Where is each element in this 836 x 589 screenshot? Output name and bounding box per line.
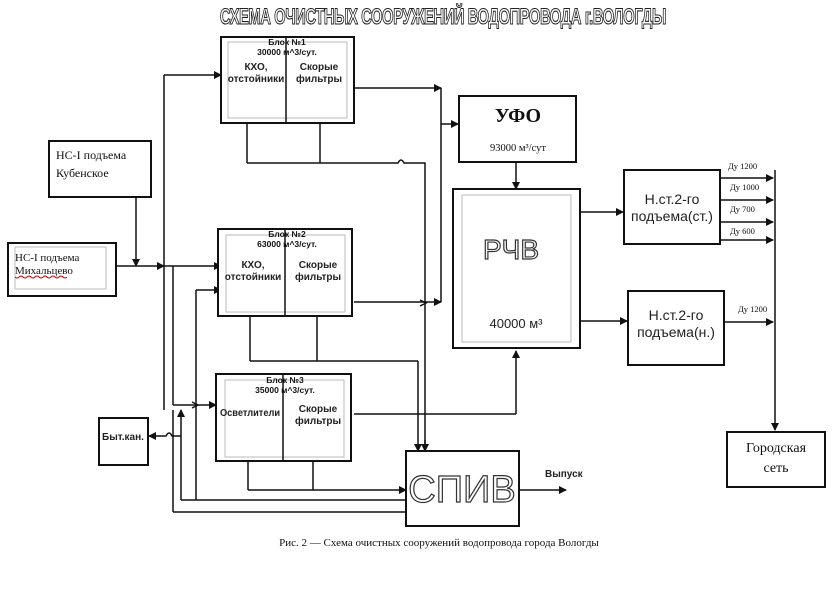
ufo-capacity: 93000 м³/сут — [490, 143, 546, 154]
block-1-left-2: отстойники — [228, 74, 285, 85]
rchv-reservoir: РЧВ 40000 м³ — [452, 188, 581, 349]
city-line1: Городская — [746, 441, 807, 456]
outlet-label: Выпуск — [545, 469, 584, 480]
block-2-right-1: Скорые — [299, 260, 338, 271]
block-3-header: Блок №3 — [266, 375, 304, 385]
flow-lines — [116, 71, 779, 513]
pump-st-line2: подъема(ст.) — [631, 208, 713, 224]
block-1-right-2: фильтры — [296, 73, 342, 85]
block-3-left-1: Осветлители — [220, 408, 280, 419]
block-2-right-2: фильтры — [295, 271, 341, 283]
pipe-label-600: Ду 600 — [730, 226, 755, 236]
source-mikhaltsevo-line1: НС-I подъема — [15, 252, 79, 264]
source-mikhaltsevo-line2: Михальцево — [15, 265, 73, 277]
block-2-header: Блок №2 — [268, 229, 306, 239]
pump-station-st: Н.ст.2-го подъема(ст.) — [623, 169, 721, 245]
block-1-header: Блок №1 — [268, 37, 306, 47]
block-3-right-2: фильтры — [295, 415, 341, 427]
block-3-capacity: 35000 м^3/сут. — [255, 385, 315, 395]
block-3-right-1: Скорые — [299, 404, 338, 415]
figure-caption: Рис. 2 — Схема очистных сооружений водоп… — [279, 537, 599, 549]
pump-st-line1: Н.ст.2-го — [645, 191, 700, 207]
city-line2: сеть — [763, 461, 788, 476]
rchv-label: РЧВ — [483, 234, 539, 265]
block-1: Блок №1 30000 м^3/сут. КХО, отстойники С… — [220, 36, 355, 124]
block-2-capacity: 63000 м^3/сут. — [257, 239, 317, 249]
ufo-unit: УФО 93000 м³/сут — [458, 95, 577, 163]
pipe-label-n-1200: Ду 1200 — [738, 304, 767, 314]
sewer-box: Быт.кан. — [98, 417, 149, 466]
pipe-label-1200: Ду 1200 — [728, 161, 757, 171]
rchv-volume: 40000 м³ — [489, 316, 543, 331]
block-1-left-1: КХО, — [244, 62, 267, 73]
block-3: Блок №3 35000 м^3/сут. Осветлители Скоры… — [215, 373, 352, 462]
source-kubenskoe-line1: НС-I подъема — [56, 148, 127, 162]
block-2: Блок №2 63000 м^3/сут. КХО, отстойники С… — [217, 228, 353, 317]
block-2-left-1: КХО, — [241, 260, 264, 271]
pump-n-line2: подъема(н.) — [637, 324, 715, 340]
sewer-label: Быт.кан. — [102, 432, 144, 443]
spiv-label: СПИВ — [408, 469, 515, 511]
diagram-title: СХЕМА ОЧИСТНЫХ СООРУЖЕНИЙ ВОДОПРОВОДА г.… — [220, 4, 666, 29]
spiv-unit: СПИВ — [405, 450, 520, 527]
block-1-capacity: 30000 м^3/сут. — [257, 47, 317, 57]
pipe-label-1000: Ду 1000 — [730, 182, 759, 192]
source-kubenskoe-line2: Кубенское — [56, 166, 109, 180]
city-network: Городская сеть — [726, 431, 826, 488]
block-1-right-1: Скорые — [300, 62, 339, 73]
pipe-label-700: Ду 700 — [730, 204, 755, 214]
pump-station-n: Н.ст.2-го подъема(н.) — [627, 290, 725, 366]
source-mikhaltsevo: НС-I подъема Михальцево — [7, 242, 117, 297]
block-2-left-2: отстойники — [225, 272, 282, 283]
ufo-label: УФО — [495, 105, 541, 127]
source-kubenskoe: НС-I подъема Кубенское — [48, 140, 152, 198]
pump-n-line1: Н.ст.2-го — [649, 307, 704, 323]
